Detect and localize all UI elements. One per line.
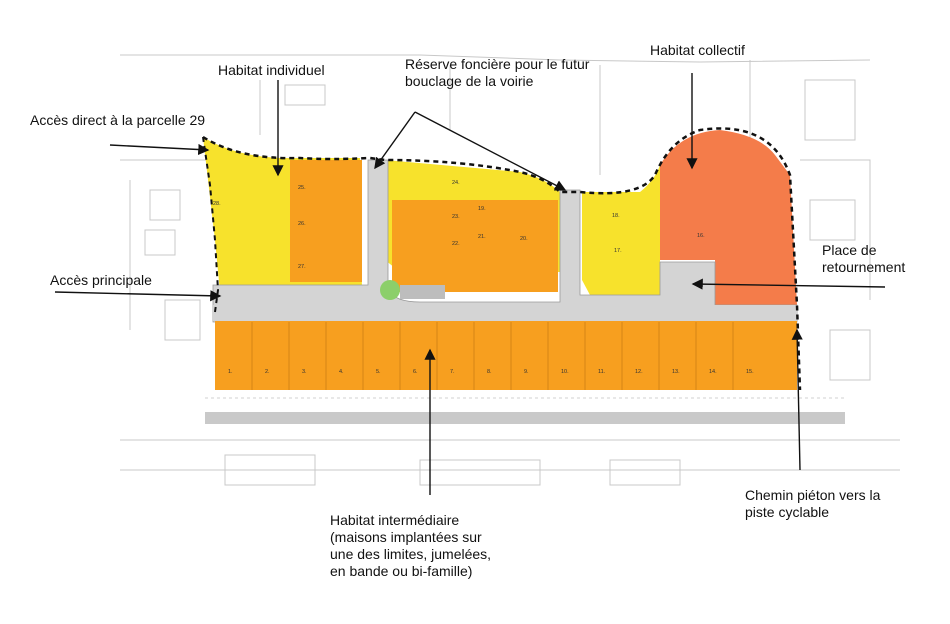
lot-numbers-south: 1. 2. 3. 4. 5. 6. 7. 8. 9. 10. 11. 12. 1… [228, 369, 754, 375]
lot-number: 5. [376, 369, 381, 375]
label-reserve-fonciere: Réserve foncière pour le futur bouclage … [405, 56, 590, 89]
lot-number: 28. [213, 201, 221, 207]
lot-number: 7. [450, 369, 455, 375]
lot-number: 27. [298, 264, 306, 270]
lot-number: 11. [598, 369, 606, 375]
parking [400, 285, 445, 299]
zone-individuel-orange-centre [392, 200, 558, 292]
lot-number: 2. [265, 369, 270, 375]
street [205, 412, 845, 424]
lot-number: 26. [298, 221, 306, 227]
lot-number: 21. [478, 234, 486, 240]
label-habitat-individuel: Habitat individuel [218, 62, 325, 78]
background-cadastre [120, 54, 900, 486]
lot-number: 4. [339, 369, 344, 375]
label-place-retournement: Place de retournement [822, 242, 906, 275]
lot-number: 10. [561, 369, 569, 375]
lot-number: 8. [487, 369, 492, 375]
lot-number: 24. [452, 180, 460, 186]
lot-number: 22. [452, 241, 460, 247]
lot-number: 15. [746, 369, 754, 375]
label-habitat-intermediaire: Habitat intermédiaire (maisons implantée… [330, 512, 492, 579]
lot-number: 3. [302, 369, 307, 375]
lot-number: 13. [672, 369, 680, 375]
label-habitat-collectif: Habitat collectif [650, 42, 745, 58]
lot-number: 19. [478, 206, 486, 212]
lot-number: 6. [413, 369, 418, 375]
lot-number: 25. [298, 185, 306, 191]
lot-number: 14. [709, 369, 717, 375]
lot-number: 17. [614, 248, 622, 254]
lot-dividers [251, 322, 734, 390]
lot-numbers-north: 16. 17. 18. 19. 20. 21. 22. 23. 24. 25. … [213, 180, 705, 270]
lot-number: 18. [612, 213, 620, 219]
lot-number: 9. [524, 369, 529, 375]
label-acces-principale: Accès principale [50, 272, 152, 288]
zone-habitat-intermediaire [215, 310, 797, 390]
lot-number: 16. [697, 233, 705, 239]
site-perimeter [202, 127, 802, 391]
label-acces-direct: Accès direct à la parcelle 29 [30, 112, 206, 128]
lot-number: 20. [520, 236, 528, 242]
label-chemin-pieton: Chemin piéton vers la piste cyclable [745, 487, 881, 520]
zone-habitat-individuel-east [582, 165, 660, 295]
zone-habitat-collectif [660, 130, 797, 305]
lot-number: 1. [228, 369, 233, 375]
zone-individuel-orange-west [290, 160, 362, 282]
lot-number: 23. [452, 214, 460, 220]
green-space-roundabout [380, 280, 400, 300]
callout-arrows [54, 73, 886, 495]
lot-number: 12. [635, 369, 643, 375]
